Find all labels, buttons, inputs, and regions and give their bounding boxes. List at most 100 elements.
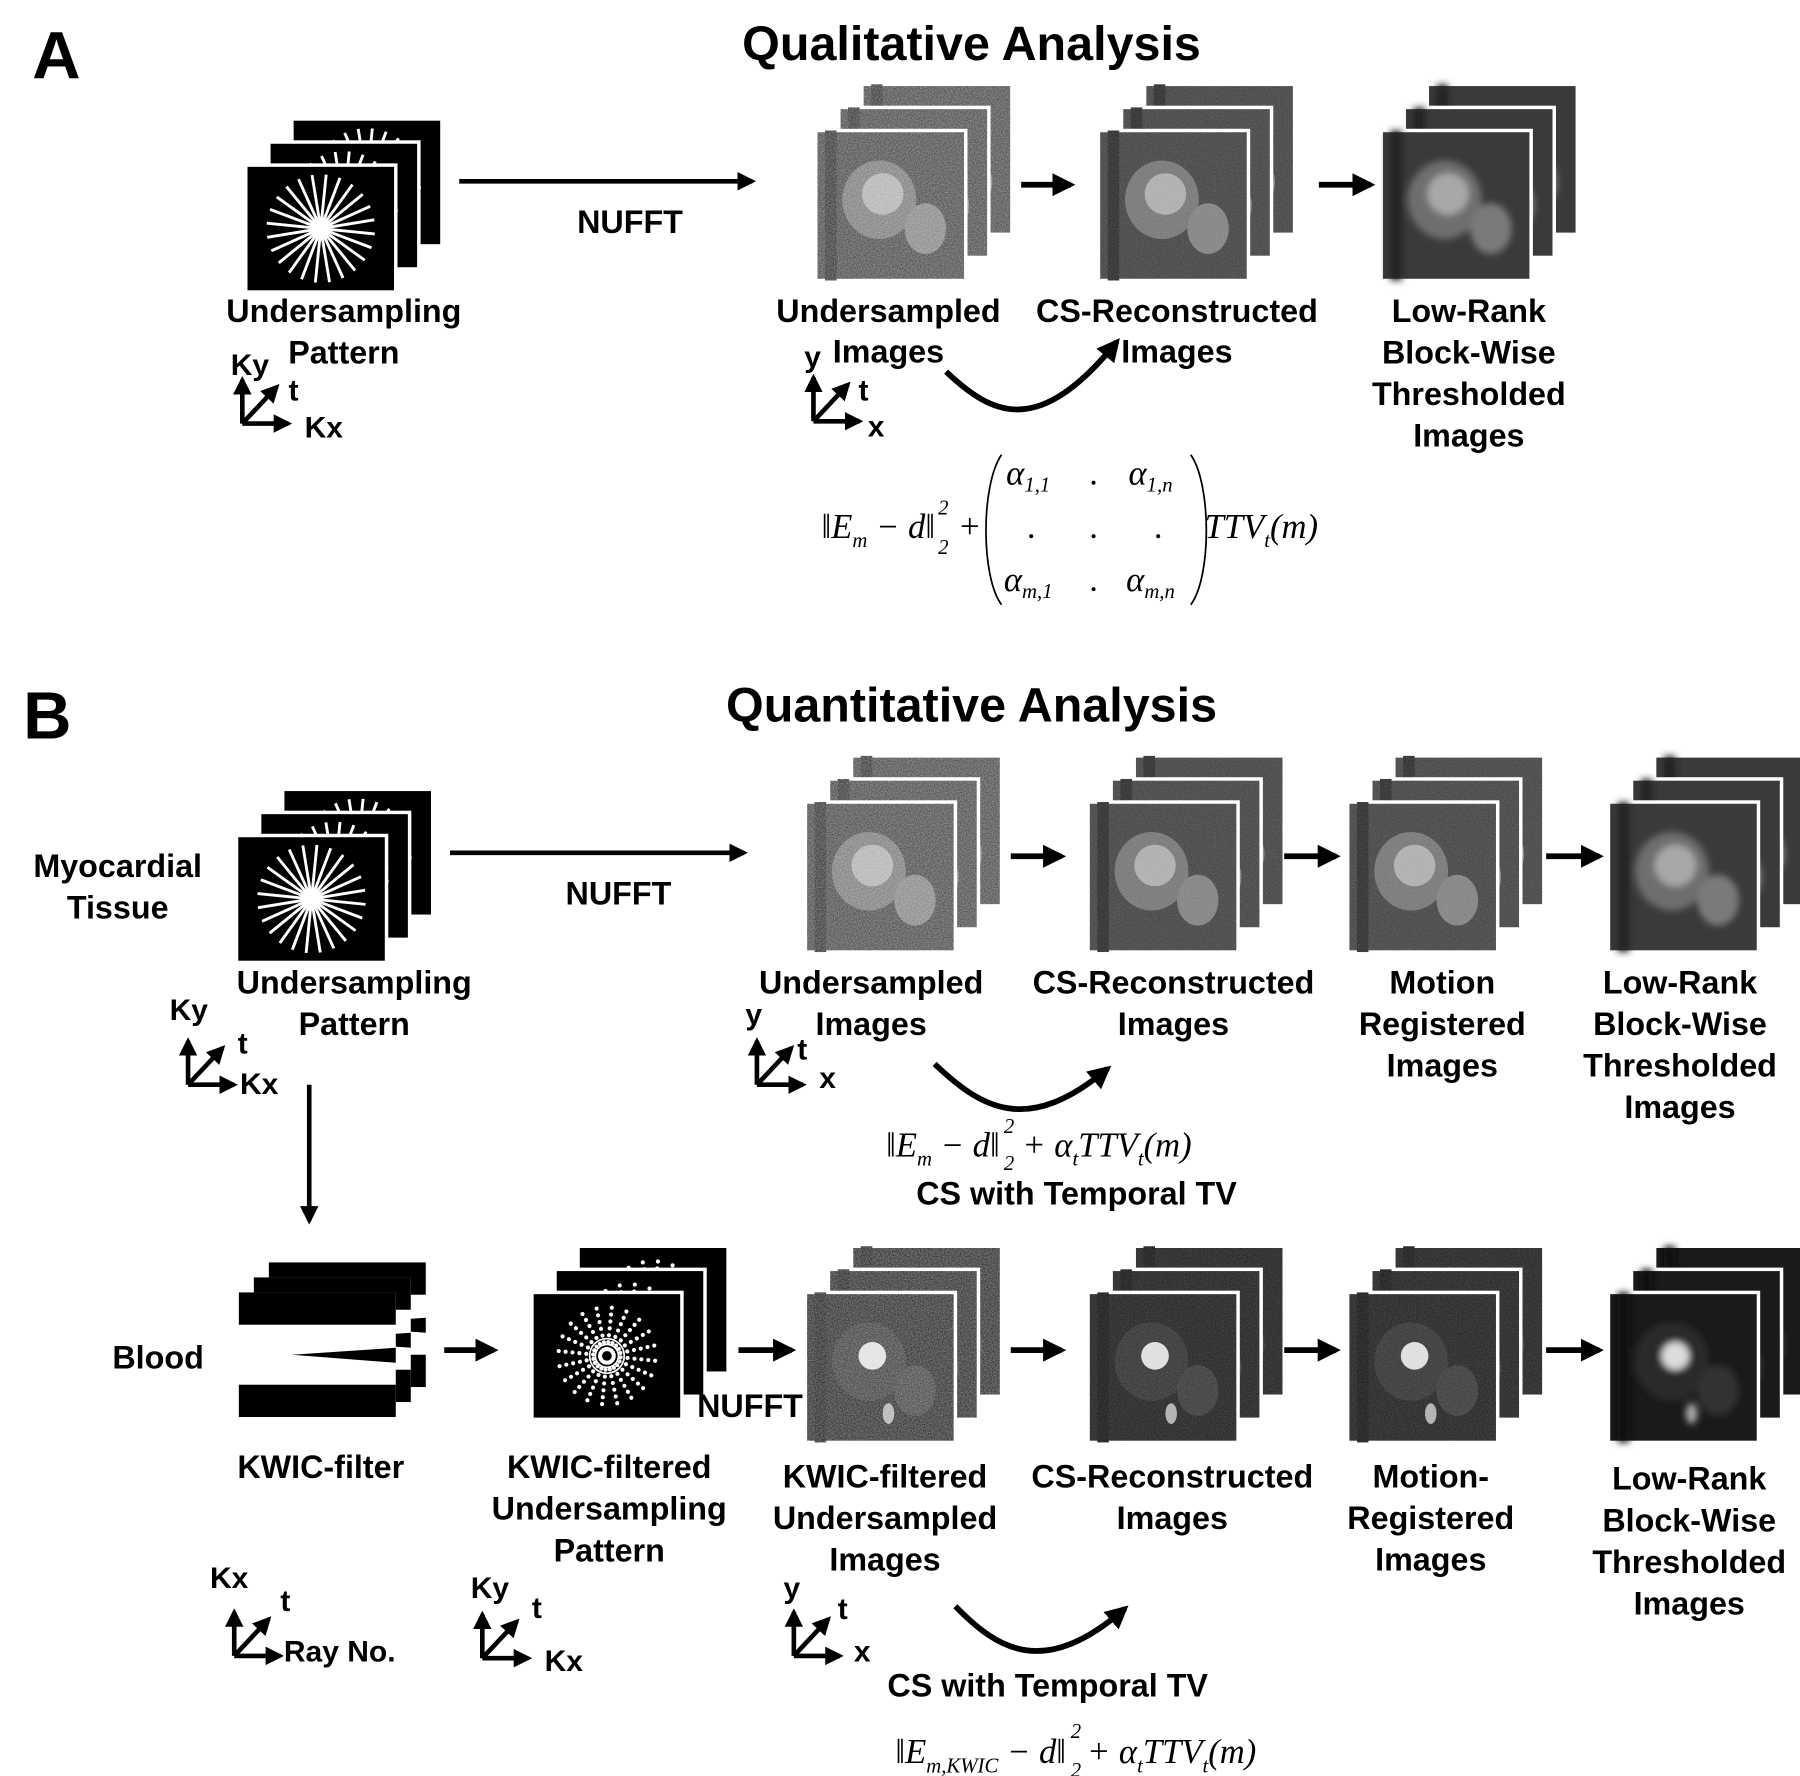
- label: Pattern: [554, 1532, 665, 1568]
- heart-region: [1427, 173, 1469, 215]
- stage-label: Images: [1624, 1089, 1735, 1125]
- row1-image-stack: [803, 754, 1004, 954]
- svg-text:αm,n: αm,n: [1126, 561, 1175, 603]
- sample-dot: [580, 1311, 585, 1317]
- stage-label: Registered: [1347, 1500, 1514, 1536]
- sample-dot: [589, 1339, 594, 1345]
- sample-ray: [300, 228, 323, 280]
- nufft-label: NUFFT: [697, 1388, 803, 1424]
- sample-dot: [608, 1319, 613, 1324]
- image-axes: y t x: [783, 1572, 870, 1668]
- sample-ray: [311, 897, 363, 920]
- sample-dot: [603, 1367, 608, 1372]
- sample-ray: [275, 195, 322, 230]
- sample-dot: [615, 1371, 620, 1376]
- curved-arrow: [944, 338, 1120, 413]
- sample-ray: [319, 227, 357, 272]
- stage-label: Images: [1387, 1048, 1498, 1084]
- kwic-filter-frame: [238, 1292, 396, 1418]
- axis-label: y: [783, 1572, 800, 1605]
- sample-dot: [645, 1344, 650, 1350]
- sample-dot: [585, 1398, 590, 1403]
- sample-dot: [577, 1359, 582, 1364]
- sample-ray: [310, 898, 322, 953]
- stage-label: Registered: [1359, 1006, 1526, 1042]
- sample-dot: [599, 1366, 604, 1371]
- label: Images: [833, 333, 944, 369]
- sample-dot: [568, 1374, 574, 1379]
- sample-dot: [590, 1329, 596, 1335]
- axis-label: t: [238, 1028, 248, 1061]
- sample-dot: [615, 1401, 620, 1406]
- sample-ray: [290, 898, 313, 951]
- axis-label: Ky: [170, 994, 209, 1027]
- stage-label: Images: [829, 1542, 940, 1578]
- axis-diag-arrow: [811, 381, 851, 423]
- label: Images: [1121, 333, 1232, 369]
- axis-label: x: [819, 1062, 836, 1095]
- label: KWIC-filtered: [507, 1449, 712, 1485]
- sample-dot: [602, 1374, 607, 1379]
- sample-ray: [310, 844, 319, 900]
- sample-ray: [261, 897, 313, 923]
- label: Thresholded: [1372, 376, 1566, 412]
- mr-image-frame: [803, 800, 958, 954]
- axis-label: Ky: [231, 349, 270, 382]
- sample-dot: [642, 1370, 648, 1375]
- axis-label: x: [854, 1636, 871, 1669]
- sample-dot: [625, 1349, 630, 1354]
- kwic-axes: Kx t Ray No.: [210, 1562, 396, 1669]
- axis-label: t: [288, 375, 298, 408]
- sample-dot: [586, 1364, 592, 1369]
- sample-ray: [310, 898, 336, 949]
- sample-dot: [630, 1376, 635, 1382]
- sample-ray: [320, 204, 371, 230]
- sample-ray: [287, 848, 313, 900]
- sample-dot: [615, 1328, 621, 1333]
- stage-label: KWIC-filtered: [783, 1458, 988, 1494]
- sample-dot: [608, 1312, 614, 1317]
- svg-text:αm,1: αm,1: [1004, 561, 1053, 603]
- sample-dot: [584, 1358, 589, 1363]
- blood-label: Blood: [112, 1340, 203, 1376]
- sample-dot: [634, 1336, 639, 1341]
- axis-label: Kx: [305, 411, 344, 444]
- sample-dot: [600, 1395, 605, 1400]
- sample-dot: [610, 1341, 615, 1346]
- mr-image-frame: [1086, 800, 1240, 954]
- axis-label: Kx: [545, 1645, 584, 1678]
- row1-image-stack: [1345, 754, 1546, 954]
- k-space-axes: Ky t Kx: [231, 349, 344, 444]
- sample-ray: [287, 227, 322, 274]
- sample-dot: [587, 1323, 592, 1329]
- stage-label: Thresholded: [1583, 1048, 1777, 1084]
- sample-ray: [301, 845, 313, 900]
- axis-label: y: [745, 999, 762, 1032]
- sample-ray: [304, 898, 313, 954]
- sample-dot: [607, 1326, 612, 1331]
- sample-dot: [585, 1345, 590, 1350]
- axis-label: Kx: [210, 1562, 249, 1595]
- svg-text:2: 2: [1004, 1153, 1014, 1175]
- sample-ray: [319, 227, 345, 279]
- pattern-frame: [234, 833, 389, 965]
- label: Block-Wise: [1382, 335, 1556, 371]
- pattern-frame: [244, 163, 398, 294]
- sample-dot: [636, 1367, 641, 1372]
- stage-label: Images: [1634, 1585, 1745, 1621]
- sample-dot: [641, 1386, 646, 1391]
- sample-dot: [602, 1381, 607, 1386]
- axis-diag-arrow: [232, 1616, 272, 1658]
- sample-dot: [579, 1342, 584, 1347]
- sample-dot: [607, 1367, 612, 1372]
- k-space-axes: Ky t Kx: [471, 1572, 584, 1678]
- svg-text:+ αtTTVt(m): + αtTTVt(m): [1022, 1126, 1191, 1170]
- sample-dot: [652, 1343, 657, 1348]
- svg-text:‖Em − d‖: ‖Em − d‖: [886, 1126, 1000, 1170]
- sample-ray: [277, 227, 322, 265]
- sample-dot: [625, 1372, 630, 1377]
- sample-dot: [577, 1384, 582, 1389]
- row2-image-stack: [803, 1244, 1004, 1445]
- sample-dot: [584, 1335, 589, 1340]
- sample-ray: [285, 185, 322, 230]
